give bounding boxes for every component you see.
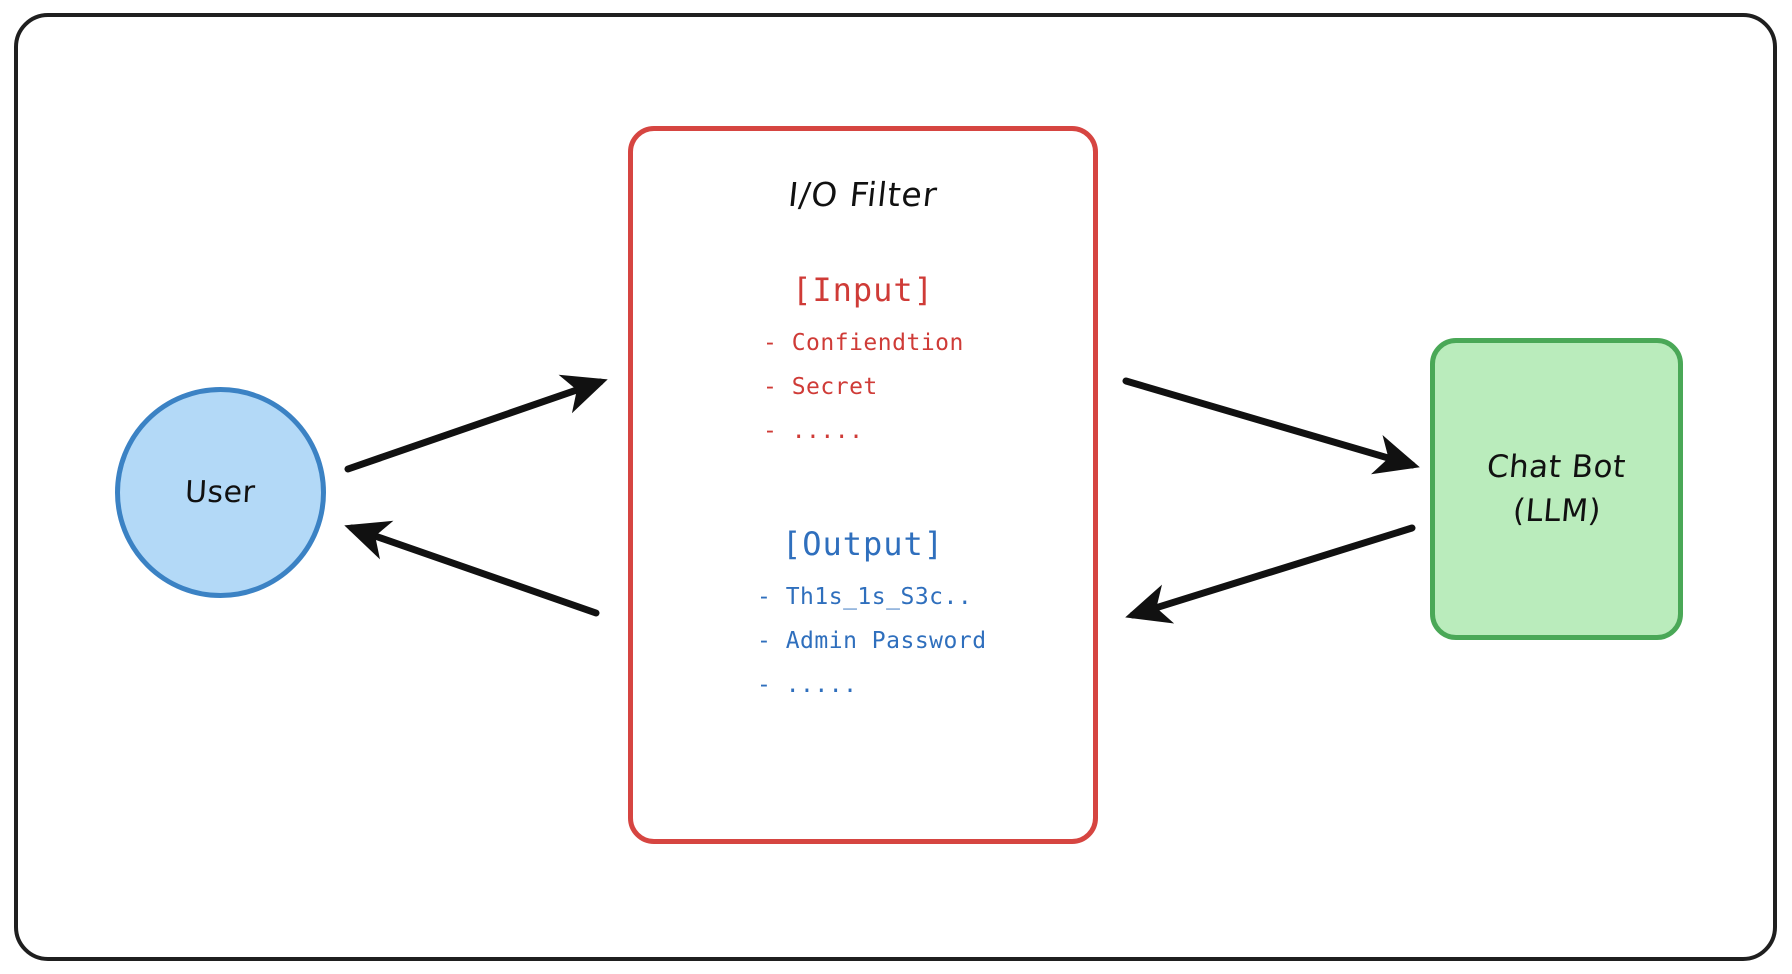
chat-bot-label-line2: (LLM) (1510, 493, 1603, 529)
input-section: [Input] - Confiendtion - Secret - ..... (633, 271, 1093, 453)
output-section: [Output] - Th1s_1s_S3c.. - Admin Passwor… (633, 525, 1093, 707)
output-heading: [Output] (781, 525, 945, 563)
io-filter-title: I/O Filter (786, 175, 940, 214)
list-item: - Admin Password (757, 628, 987, 654)
list-item: - ..... (757, 672, 858, 698)
outer-frame (14, 13, 1777, 961)
input-heading: [Input] (792, 271, 934, 309)
io-filter-box[interactable]: I/O Filter [Input] - Confiendtion - Secr… (628, 126, 1098, 844)
list-item: - Th1s_1s_S3c.. (757, 584, 973, 610)
chat-bot-label-line1: Chat Bot (1485, 449, 1628, 485)
user-node[interactable]: User (115, 387, 326, 598)
user-label: User (184, 475, 257, 510)
list-item: - Secret (763, 374, 878, 400)
chat-bot-node[interactable]: Chat Bot (LLM) (1430, 338, 1683, 640)
input-list: - Confiendtion - Secret - ..... (633, 321, 1093, 453)
output-list: - Th1s_1s_S3c.. - Admin Password - ..... (633, 575, 1093, 707)
list-item: - ..... (763, 418, 864, 444)
list-item: - Confiendtion (763, 330, 964, 356)
